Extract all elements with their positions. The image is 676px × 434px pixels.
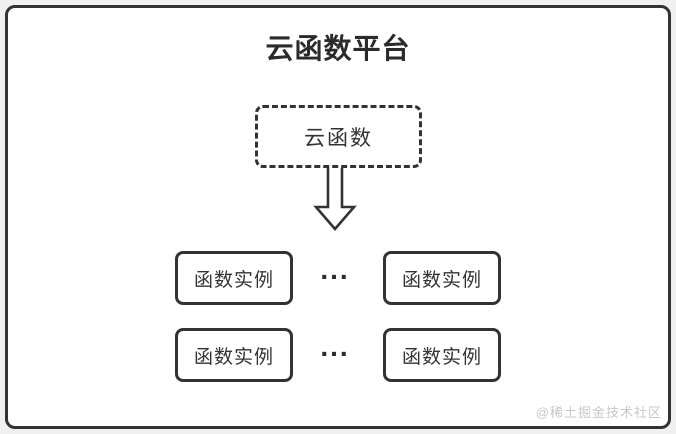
function-instance-node: 函数实例: [383, 328, 501, 382]
platform-frame: 云函数平台 云函数 函数实例 ... 函数实例 函数实例 ... 函数实例 @稀…: [5, 5, 671, 429]
function-instance-label: 函数实例: [401, 346, 482, 368]
watermark: @稀土掘金技术社区: [535, 405, 662, 420]
function-instance-label: 函数实例: [401, 269, 482, 291]
function-instance-node: 函数实例: [175, 251, 293, 305]
diagram-title: 云函数平台: [265, 33, 411, 64]
cloud-function-label: 云函数: [304, 126, 373, 150]
ellipsis-row-2: ...: [320, 331, 350, 362]
cloud-function-node: 云函数: [255, 105, 422, 168]
function-instance-node: 函数实例: [175, 328, 293, 382]
ellipsis-row-1: ...: [320, 254, 350, 285]
function-instance-label: 函数实例: [193, 269, 274, 291]
function-instance-label: 函数实例: [193, 346, 274, 368]
down-arrow-icon: [313, 168, 357, 231]
function-instance-node: 函数实例: [383, 251, 501, 305]
